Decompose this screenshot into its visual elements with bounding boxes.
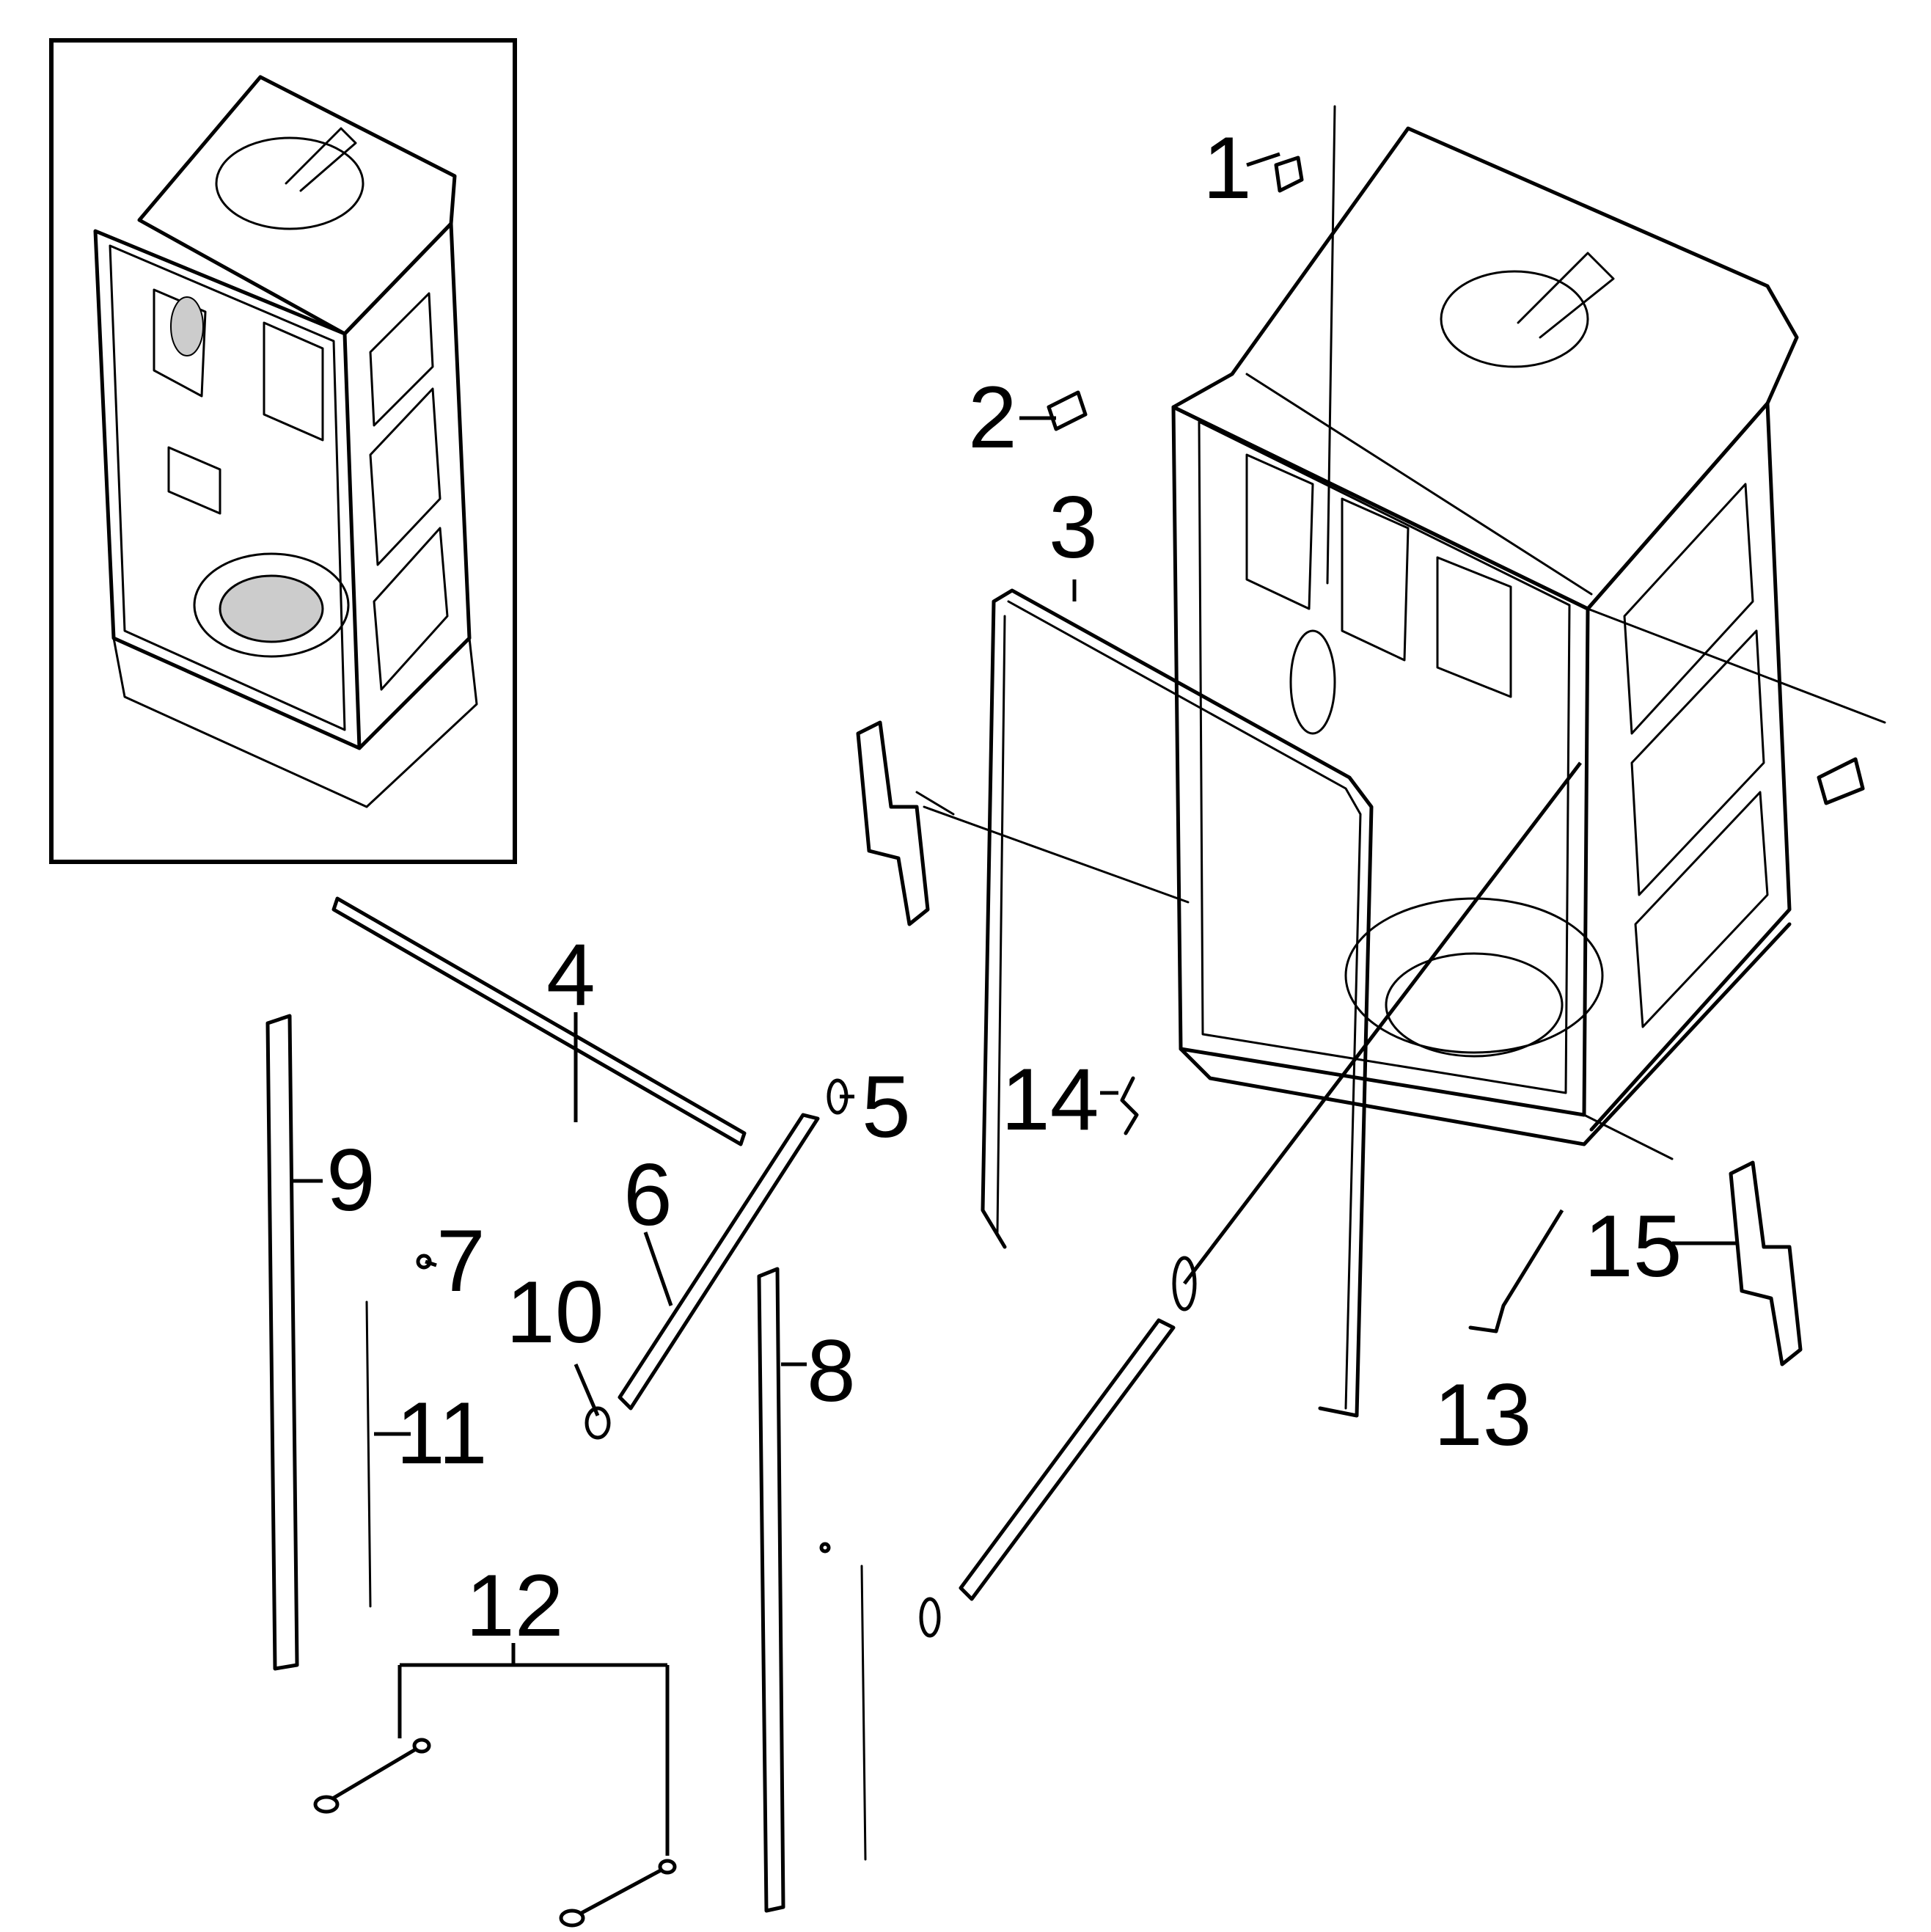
hook-13	[1468, 1303, 1506, 1333]
part-labels: 1 2 3 4 5 6 7 8 9 10 11 12 13 14 15	[326, 119, 1682, 1655]
part-label-11: 11	[396, 1384, 488, 1482]
right-hinge-bracket	[1583, 1113, 1803, 1366]
part-label-2: 2	[968, 368, 1017, 466]
left-hinge-bracket	[856, 720, 1190, 926]
leader-lines	[293, 152, 1738, 1856]
main-tub	[1171, 105, 1886, 1146]
clip-parts	[1047, 155, 1865, 805]
part-label-3: 3	[1049, 478, 1098, 577]
wire-cable-parts	[313, 1738, 677, 1928]
door-gasket-part	[981, 588, 1374, 1418]
left-side-strip-part	[265, 1014, 299, 1671]
part-label-6: 6	[623, 1146, 673, 1244]
part-label-4: 4	[546, 926, 596, 1024]
right-side-strip-part	[757, 1267, 785, 1913]
part-label-1: 1	[1203, 119, 1252, 217]
hook-14	[1120, 1076, 1139, 1135]
part-label-14: 14	[1001, 1050, 1099, 1149]
side-rail-part	[618, 1113, 820, 1410]
part-label-7: 7	[436, 1212, 486, 1310]
part-label-8: 8	[807, 1322, 856, 1420]
side-rail-right-part	[959, 1318, 1176, 1601]
part-label-10: 10	[506, 1263, 604, 1361]
part-label-13: 13	[1434, 1366, 1531, 1464]
part-label-15: 15	[1584, 1197, 1682, 1295]
part-label-5: 5	[862, 1058, 911, 1156]
assembled-tub-inset	[49, 38, 517, 864]
part-label-12: 12	[466, 1556, 563, 1655]
rack-strip-part	[365, 1300, 372, 1608]
rack-strip-right	[860, 1565, 867, 1861]
top-rail-part	[331, 896, 747, 1146]
part-label-9: 9	[326, 1131, 375, 1229]
